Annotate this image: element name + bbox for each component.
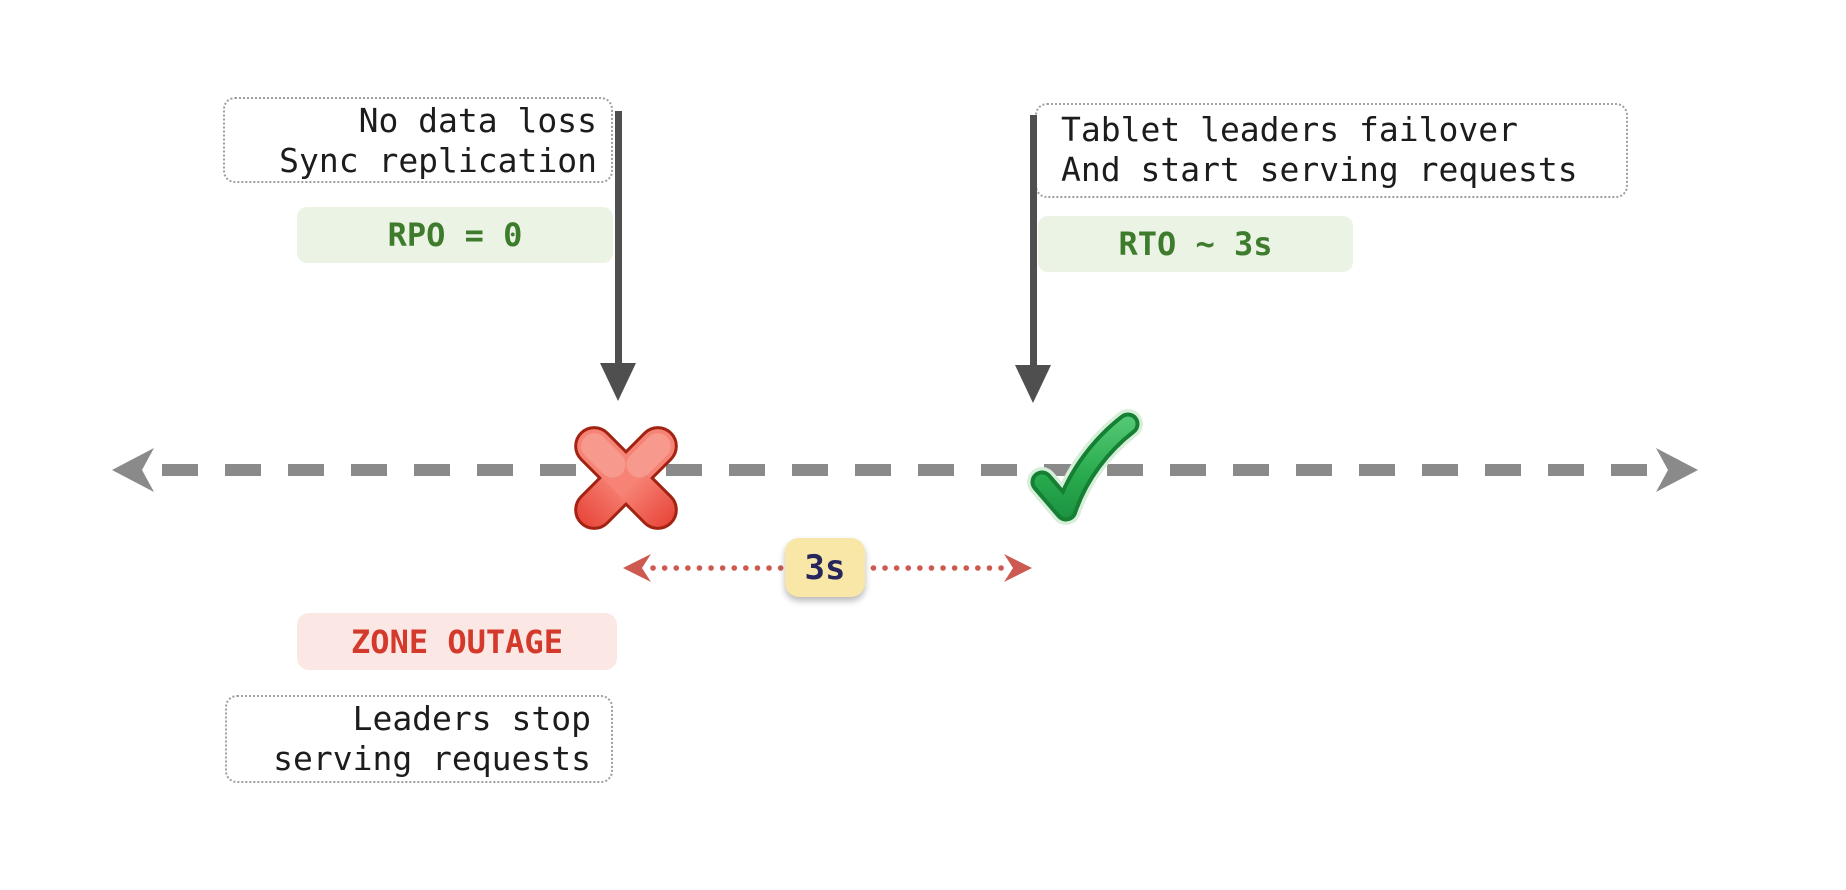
note-line: Tablet leaders failover [1061,110,1518,149]
rto-badge: RTO ~ 3s [1038,216,1353,272]
cross-mark-icon [574,426,678,530]
sync-replication-note: No data loss Sync replication [223,97,613,183]
duration-badge: 3s [785,538,865,597]
rpo-badge: RPO = 0 [297,207,613,263]
down-arrow-icon [600,363,636,401]
down-arrow-icon [1030,115,1037,365]
note-line: And start serving requests [1061,150,1578,189]
note-line: serving requests [273,739,591,778]
zone-outage-badge: ZONE OUTAGE [297,613,617,670]
down-arrow-icon [615,111,622,363]
failover-note: Tablet leaders failover And start servin… [1035,103,1628,198]
down-arrow-icon [1015,365,1051,403]
check-mark-icon [1027,409,1143,525]
note-line: No data loss [358,101,597,140]
dashed-double-headed-arrow-icon [112,448,1698,492]
leaders-stop-note: Leaders stop serving requests [225,695,613,783]
note-line: Sync replication [279,141,597,180]
note-line: Leaders stop [352,699,591,738]
